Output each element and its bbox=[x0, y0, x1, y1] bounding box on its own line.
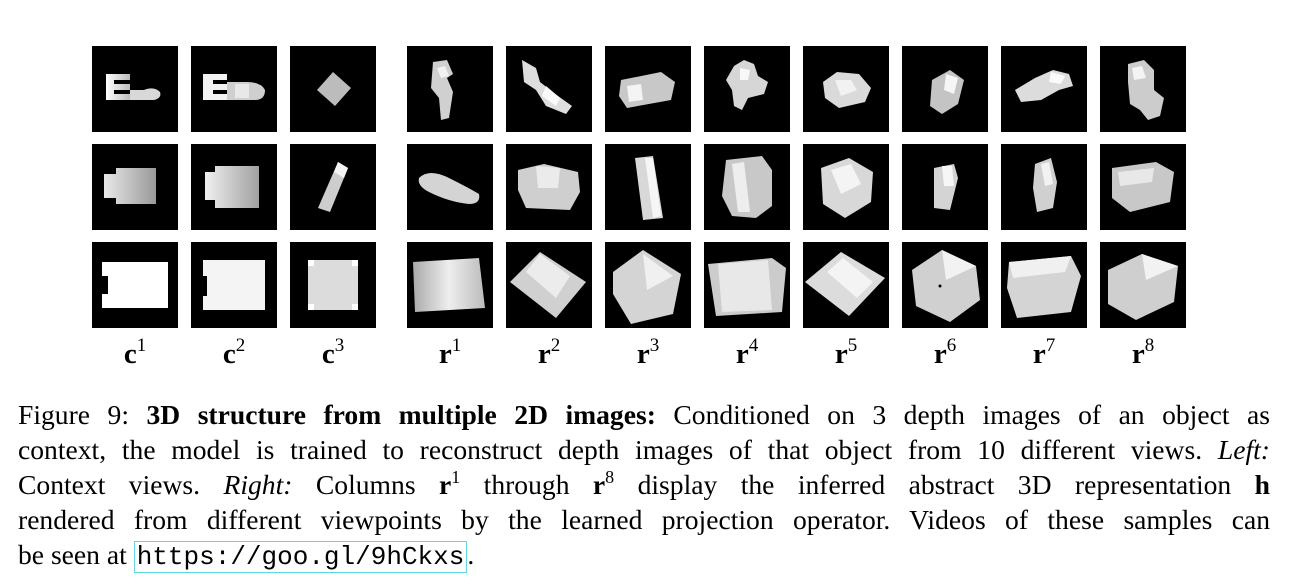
tile-row2-r4 bbox=[704, 144, 790, 230]
column-label-r6: r6 bbox=[933, 335, 957, 370]
column-label-r8: r8 bbox=[1131, 335, 1155, 370]
math-r: r bbox=[438, 469, 452, 500]
column-label-c1: c1 bbox=[123, 335, 147, 370]
tile-row2-c2 bbox=[191, 144, 277, 230]
tile-row1-c3 bbox=[290, 46, 376, 132]
caption-text: Context views. bbox=[18, 469, 201, 500]
caption-text: display the inferred abstract 3D represe… bbox=[637, 469, 1232, 500]
tile-row1-r7 bbox=[1001, 46, 1087, 132]
tile-row1-r1 bbox=[407, 46, 493, 132]
caption-line-4: rendered from different viewpoints by th… bbox=[18, 502, 1270, 537]
tile-row1-r4 bbox=[704, 46, 790, 132]
column-label-r2: r2 bbox=[537, 335, 561, 370]
tile-row3-r1 bbox=[407, 242, 493, 328]
column-label-r5: r5 bbox=[834, 335, 858, 370]
caption-line-5: be seen at https://goo.gl/9hCkxs. bbox=[18, 537, 1270, 575]
tile-row3-r5 bbox=[803, 242, 889, 328]
tile-row1-r8 bbox=[1100, 46, 1186, 132]
tile-row2-r5 bbox=[803, 144, 889, 230]
figure-label: Figure 9: bbox=[18, 399, 129, 430]
caption-title: 3D structure from multiple 2D images: bbox=[146, 399, 656, 430]
caption-text: context, the model is trained to reconst… bbox=[18, 434, 1203, 465]
figure-image-grid: c1 c2 c3 r1 r2 r3 r4 r5 r6 r7 r8 bbox=[92, 46, 1186, 370]
tile-row3-c3 bbox=[290, 242, 376, 328]
column-label-r7: r7 bbox=[1032, 335, 1056, 370]
tile-row2-r1 bbox=[407, 144, 493, 230]
caption-text: Columns bbox=[315, 469, 416, 500]
tile-row1-r6 bbox=[902, 46, 988, 132]
tile-row1-c1 bbox=[92, 46, 178, 132]
tile-row2-c1 bbox=[92, 144, 178, 230]
caption-line-1: Figure 9: 3D structure from multiple 2D … bbox=[18, 397, 1270, 432]
caption-text: Conditioned on 3 depth images of an obje… bbox=[673, 399, 1270, 430]
video-link[interactable]: https://goo.gl/9hCkxs bbox=[133, 541, 468, 573]
caption-text: . bbox=[467, 539, 475, 570]
column-label-r3: r3 bbox=[636, 335, 660, 370]
column-label-c2: c2 bbox=[222, 335, 246, 370]
math-h: h bbox=[1254, 469, 1270, 500]
tile-row1-r3 bbox=[605, 46, 691, 132]
caption-text: rendered from different viewpoints by th… bbox=[18, 504, 1270, 535]
caption-right-label: Right: bbox=[223, 469, 293, 500]
tile-row3-c2 bbox=[191, 242, 277, 328]
tile-row3-r4 bbox=[704, 242, 790, 328]
tile-row3-c1 bbox=[92, 242, 178, 328]
math-sup: 1 bbox=[451, 467, 461, 487]
caption-line-2: context, the model is trained to reconst… bbox=[18, 432, 1270, 467]
tile-row2-r2 bbox=[506, 144, 592, 230]
column-label-r1: r1 bbox=[438, 335, 462, 370]
tile-row2-c3 bbox=[290, 144, 376, 230]
caption-line-3: Context views. Right: Columns r1 through… bbox=[18, 467, 1270, 502]
column-label-c3: c3 bbox=[321, 335, 345, 370]
column-label-r4: r4 bbox=[735, 335, 759, 370]
tile-row2-r6 bbox=[902, 144, 988, 230]
figure-caption: Figure 9: 3D structure from multiple 2D … bbox=[18, 397, 1270, 575]
tile-row1-c2 bbox=[191, 46, 277, 132]
tile-row2-r3 bbox=[605, 144, 691, 230]
math-sup: 8 bbox=[605, 467, 615, 487]
tile-row3-r7 bbox=[1001, 242, 1087, 328]
caption-left-label: Left: bbox=[1217, 434, 1270, 465]
tile-row1-r2 bbox=[506, 46, 592, 132]
tile-row2-r7 bbox=[1001, 144, 1087, 230]
tile-row3-r3 bbox=[605, 242, 691, 328]
tile-row3-r2 bbox=[506, 242, 592, 328]
tile-row1-r5 bbox=[803, 46, 889, 132]
tile-row3-r8 bbox=[1100, 242, 1186, 328]
tile-row3-r6 bbox=[902, 242, 988, 328]
tile-row2-r8 bbox=[1100, 144, 1186, 230]
caption-text: be seen at bbox=[18, 539, 127, 570]
math-r: r bbox=[592, 469, 606, 500]
caption-text: through bbox=[483, 469, 570, 500]
